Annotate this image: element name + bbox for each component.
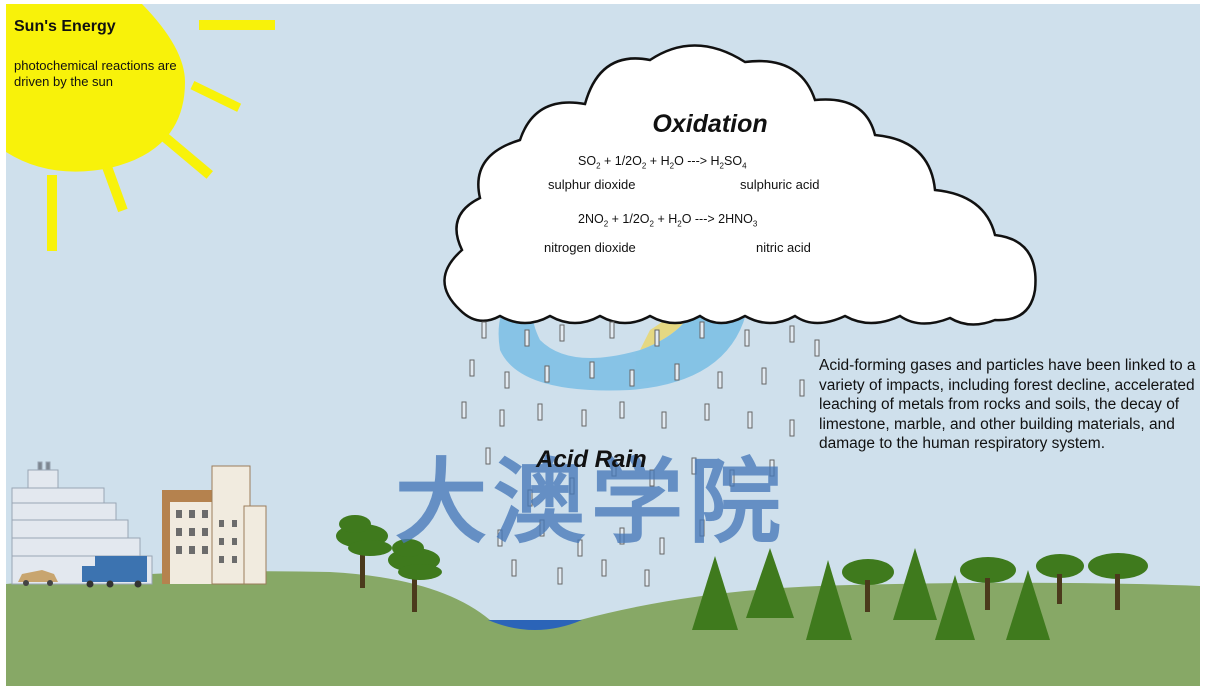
rain-drops bbox=[461, 321, 820, 587]
truck bbox=[82, 556, 147, 588]
sulphur-dioxide-label: sulphur dioxide bbox=[548, 177, 636, 192]
pond bbox=[488, 620, 582, 630]
nitrogen-dioxide-label: nitrogen dioxide bbox=[544, 240, 636, 255]
nitric-acid-label: nitric acid bbox=[756, 240, 811, 255]
sun-energy-description: photochemical reactions are driven by th… bbox=[14, 58, 177, 89]
acid-rain-label: Acid Rain bbox=[536, 446, 647, 473]
watermark-text: 大澳学院 bbox=[395, 449, 788, 556]
nitrogen-equation: 2NO2 + 1/2O2 + H2O ---> 2HNO3 bbox=[578, 212, 758, 229]
oxidation-title: Oxidation bbox=[652, 110, 768, 138]
sun bbox=[6, 4, 275, 251]
office-building bbox=[162, 465, 267, 585]
sulphuric-acid-label: sulphuric acid bbox=[740, 177, 820, 192]
sulphur-equation: SO2 + 1/2O2 + H2O ---> H2SO4 bbox=[578, 154, 747, 171]
impacts-description: Acid-forming gases and particles have be… bbox=[819, 357, 1196, 452]
trees-right bbox=[692, 548, 1148, 640]
sun-energy-title: Sun's Energy bbox=[14, 18, 116, 35]
car bbox=[18, 570, 58, 586]
cloud bbox=[443, 44, 1037, 326]
trees-left bbox=[336, 515, 442, 612]
